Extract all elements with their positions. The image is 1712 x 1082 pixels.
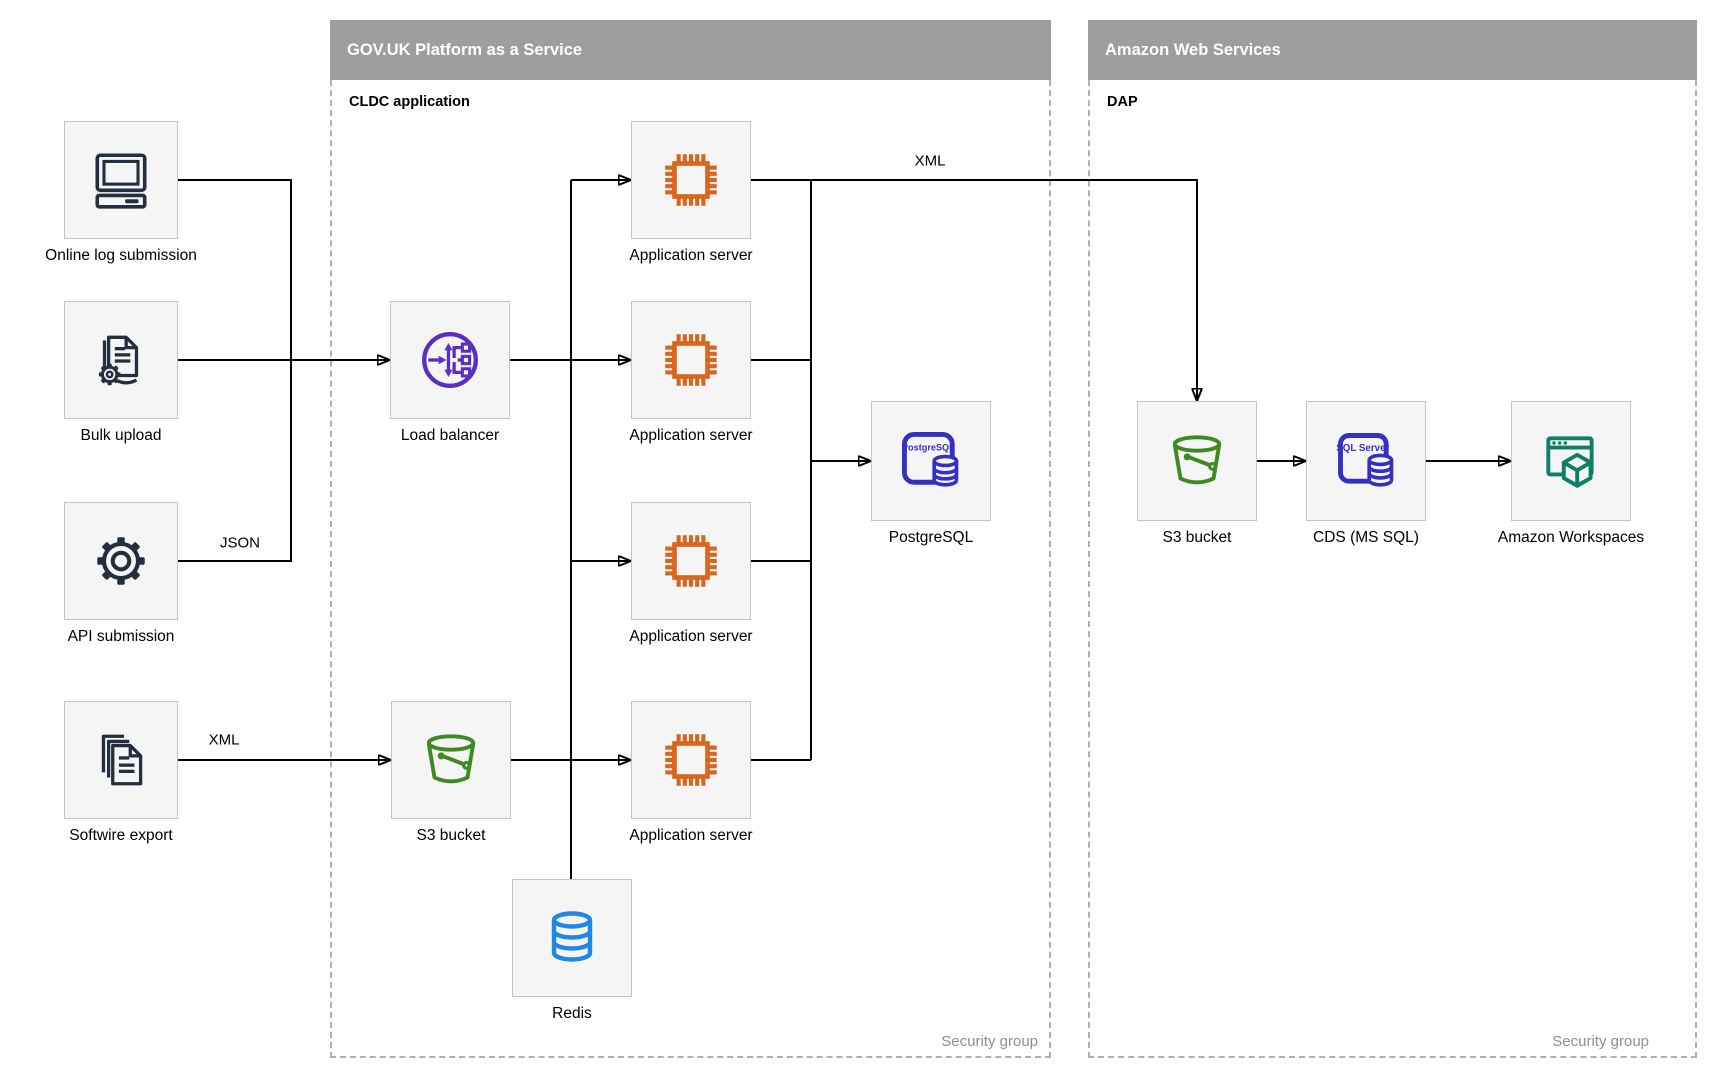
- node-box: [64, 701, 178, 819]
- node-label: Application server: [629, 427, 753, 444]
- postgresql-icon: PostgreSQL: [902, 431, 959, 487]
- node-box: [390, 301, 510, 419]
- node-box: PostgreSQL: [871, 401, 991, 521]
- node-cds-ms-sql: SQL Server CDS (MS SQL): [1306, 401, 1426, 546]
- edge-label-xml-softwire: XML: [208, 731, 240, 749]
- load-balancer-icon: [422, 332, 478, 388]
- workspaces-icon: [1546, 436, 1594, 488]
- paas-container: GOV.UK Platform as a Service CLDC applic…: [330, 20, 1051, 1058]
- node-label: Online log submission: [45, 247, 197, 264]
- node-softwire-export: Softwire export: [64, 701, 178, 844]
- sql-server-icon: SQL Server: [1336, 433, 1394, 487]
- node-box: SQL Server: [1306, 401, 1426, 521]
- cpu-chip-icon: [665, 154, 717, 206]
- node-box: [631, 701, 751, 819]
- node-box: [391, 701, 511, 819]
- edge-label-xml-aws: XML: [914, 152, 946, 170]
- node-box: [1137, 401, 1257, 521]
- node-box: [64, 121, 178, 239]
- cpu-chip-icon: [665, 535, 717, 587]
- node-application-server-2: Application server: [629, 301, 753, 444]
- documents-stack-icon: [101, 734, 143, 786]
- node-label: Application server: [629, 247, 753, 264]
- node-api-submission: API submission: [64, 502, 178, 645]
- edge-label-json: JSON: [219, 534, 261, 552]
- node-application-server-3: Application server: [629, 502, 753, 645]
- node-label: Amazon Workspaces: [1497, 529, 1645, 546]
- node-label: S3 bucket: [1162, 529, 1232, 546]
- node-label: S3 bucket: [416, 827, 486, 844]
- postgresql-badge-text: PostgreSQL: [902, 442, 955, 452]
- node-s3-bucket-aws: S3 bucket: [1137, 401, 1257, 546]
- aws-sublabel: DAP: [1107, 94, 1138, 110]
- aws-container: Amazon Web Services DAP Security group: [1088, 20, 1697, 1058]
- node-label: Application server: [629, 628, 753, 645]
- node-label: Softwire export: [69, 827, 173, 844]
- node-box: [64, 502, 178, 620]
- aws-security-group-label: Security group: [1552, 1033, 1649, 1050]
- s3-bucket-icon: [426, 734, 476, 784]
- node-redis: Redis: [512, 879, 632, 1022]
- s3-bucket-icon: [1172, 435, 1222, 485]
- aws-header: Amazon Web Services: [1088, 20, 1697, 80]
- node-label: Load balancer: [400, 427, 500, 444]
- node-load-balancer: Load balancer: [390, 301, 510, 444]
- node-box: [64, 301, 178, 419]
- paas-security-group-label: Security group: [941, 1033, 1038, 1050]
- node-label: Redis: [552, 1005, 592, 1022]
- node-label: API submission: [67, 628, 175, 645]
- cpu-chip-icon: [665, 334, 717, 386]
- database-cylinder-icon: [551, 911, 593, 962]
- gear-icon: [97, 537, 145, 585]
- paas-sublabel: CLDC application: [349, 94, 470, 110]
- cpu-chip-icon: [665, 734, 717, 786]
- node-label: PostgreSQL: [888, 529, 974, 546]
- node-bulk-upload: Bulk upload: [64, 301, 178, 444]
- node-box: [512, 879, 632, 997]
- computer-icon: [95, 153, 147, 209]
- node-s3-bucket-paas: S3 bucket: [391, 701, 511, 844]
- node-label: CDS (MS SQL): [1313, 529, 1419, 546]
- node-box: [631, 121, 751, 239]
- node-application-server-1: Application server: [629, 121, 753, 264]
- node-online-log-submission: Online log submission: [45, 121, 197, 264]
- node-box: [1511, 401, 1631, 521]
- node-application-server-4: Application server: [629, 701, 753, 844]
- node-box: [631, 502, 751, 620]
- document-gear-icon: [98, 335, 139, 386]
- node-postgresql: PostgreSQL PostgreSQL: [871, 401, 991, 546]
- paas-header: GOV.UK Platform as a Service: [330, 20, 1051, 80]
- node-label: Application server: [629, 827, 753, 844]
- node-amazon-workspaces: Amazon Workspaces: [1498, 401, 1644, 546]
- node-box: [631, 301, 751, 419]
- node-label: Bulk upload: [80, 427, 162, 444]
- sql-server-badge-text: SQL Server: [1336, 443, 1389, 454]
